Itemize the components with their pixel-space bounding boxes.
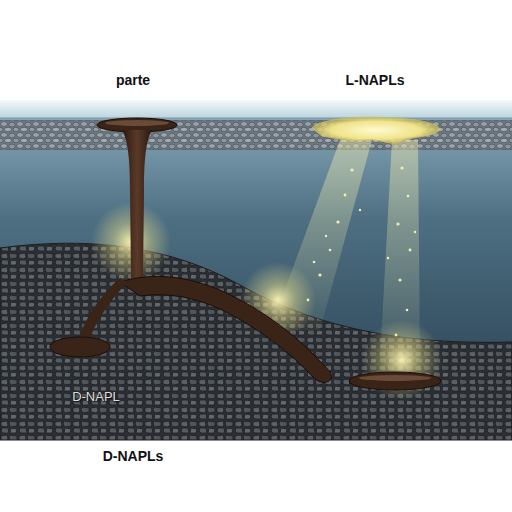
lnapl-label: L-NAPLs xyxy=(345,72,404,88)
surface-label: parte xyxy=(116,72,150,88)
watermark-label: D-NAPL xyxy=(72,389,120,404)
dnapl-label: D-NAPLs xyxy=(103,448,164,464)
